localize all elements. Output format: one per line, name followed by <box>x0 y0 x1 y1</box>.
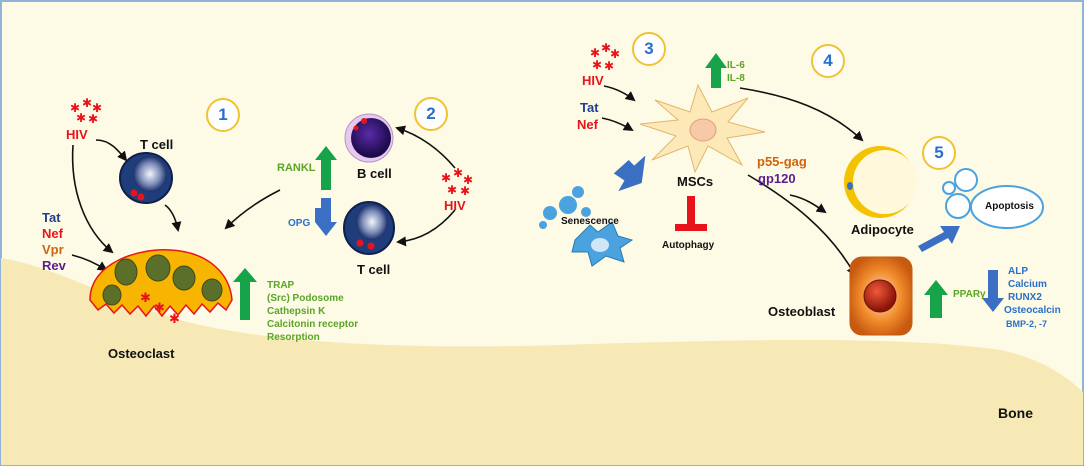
hiv-virus-cluster-2: ✱✱ ✱✱ ✱ <box>441 166 473 198</box>
effect-podosome: (Src) Podosome <box>267 293 344 304</box>
b-cell-label: B cell <box>357 166 392 181</box>
t-cell-2 <box>343 201 395 255</box>
protein-tat: Tat <box>42 210 61 225</box>
svg-text:✱: ✱ <box>92 101 102 115</box>
svg-text:✱: ✱ <box>463 173 473 187</box>
svg-text:✱: ✱ <box>447 183 457 197</box>
nef-label: Nef <box>577 117 598 132</box>
up-arrow-il <box>705 53 727 88</box>
p55-gag-label: p55-gag <box>757 154 807 169</box>
effect-trap: TRAP <box>267 280 295 291</box>
hiv-label-2: HIV <box>444 198 466 213</box>
marker-bmp: BMP-2, -7 <box>1006 319 1048 329</box>
hiv-label-3: HIV <box>582 73 604 88</box>
il6-label: IL-6 <box>727 60 745 71</box>
step-number-4: 4 <box>811 44 845 78</box>
hiv-virus-cluster-3: ✱✱ ✱✱ ✱ <box>590 41 620 73</box>
panel2-arrows <box>395 125 456 247</box>
step-number-2: 2 <box>414 97 448 131</box>
svg-text:✱: ✱ <box>610 47 620 61</box>
step-number-1: 1 <box>206 98 240 132</box>
osteoblast-cell <box>849 256 913 336</box>
svg-text:✱: ✱ <box>460 184 470 198</box>
svg-text:✱: ✱ <box>169 311 180 326</box>
autophagy-inhibition <box>675 196 707 231</box>
t-cell-label-2: T cell <box>357 262 391 277</box>
svg-text:✱: ✱ <box>601 41 611 55</box>
panel3-arrows <box>601 85 864 277</box>
step-number-3: 3 <box>632 32 666 66</box>
b-cell <box>344 113 394 163</box>
svg-text:✱: ✱ <box>154 300 165 315</box>
ppar-label: PPARγ <box>953 289 986 300</box>
protein-vpr: Vpr <box>42 242 64 257</box>
protein-rev: Rev <box>42 258 66 273</box>
autophagy-label: Autophagy <box>662 240 715 251</box>
marker-runx2: RUNX2 <box>1008 292 1042 303</box>
senescence-cells <box>539 186 634 267</box>
panel1-arrows <box>71 139 281 272</box>
svg-text:✱: ✱ <box>82 96 92 110</box>
osteoblast-label: Osteoblast <box>768 304 836 319</box>
up-arrow-osteoclast <box>233 268 257 320</box>
marker-alp: ALP <box>1008 266 1028 277</box>
t-cell-1 <box>119 152 173 204</box>
effect-cathepsin: Cathepsin K <box>267 306 326 317</box>
osteoclast-cell: ✱ ✱ ✱ <box>89 249 233 326</box>
hiv-virus-cluster: ✱✱ ✱✱ ✱ <box>70 96 102 126</box>
osteoclast-label: Osteoclast <box>108 346 175 361</box>
svg-text:✱: ✱ <box>441 171 451 185</box>
rankl-label: RANKL <box>277 162 316 174</box>
mscs-label: MSCs <box>677 174 714 189</box>
down-arrow-markers <box>982 270 1004 312</box>
adipocyte-cell <box>844 146 917 218</box>
up-arrow-ppar <box>924 280 948 318</box>
svg-text:✱: ✱ <box>592 58 602 72</box>
gp120-label: gp120 <box>758 171 796 186</box>
down-arrow-opg <box>315 198 337 236</box>
marker-osteocalcin: Osteocalcin <box>1004 305 1061 316</box>
apoptosis-bodies <box>942 168 1044 229</box>
svg-text:✱: ✱ <box>590 46 600 60</box>
adipocyte-label: Adipocyte <box>851 222 914 237</box>
tat-label: Tat <box>580 100 599 115</box>
svg-text:✱: ✱ <box>453 166 463 180</box>
protein-nef: Nef <box>42 226 63 241</box>
opg-label: OPG <box>288 218 311 229</box>
step-number-5: 5 <box>922 136 956 170</box>
effect-resorption: Resorption <box>267 332 320 343</box>
up-arrow-rankl <box>315 146 337 190</box>
t-cell-label-1: T cell <box>140 137 174 152</box>
svg-text:✱: ✱ <box>76 111 86 125</box>
senescence-label: Senescence <box>561 216 619 227</box>
hiv-label-1: HIV <box>66 127 88 142</box>
svg-text:✱: ✱ <box>88 112 98 126</box>
apoptosis-label: Apoptosis <box>985 201 1034 212</box>
il8-label: IL-8 <box>727 73 745 84</box>
msc-cell <box>639 83 766 174</box>
marker-calcium: Calcium <box>1008 279 1047 290</box>
arrow-to-apoptosis <box>918 226 960 252</box>
svg-text:✱: ✱ <box>604 59 614 73</box>
bone-region <box>1 258 1083 465</box>
bone-label: Bone <box>998 405 1033 421</box>
svg-text:✱: ✱ <box>140 290 151 305</box>
down-arrow-senescence <box>613 155 646 192</box>
effect-calcitonin: Calcitonin receptor <box>267 319 359 330</box>
svg-text:✱: ✱ <box>70 101 80 115</box>
